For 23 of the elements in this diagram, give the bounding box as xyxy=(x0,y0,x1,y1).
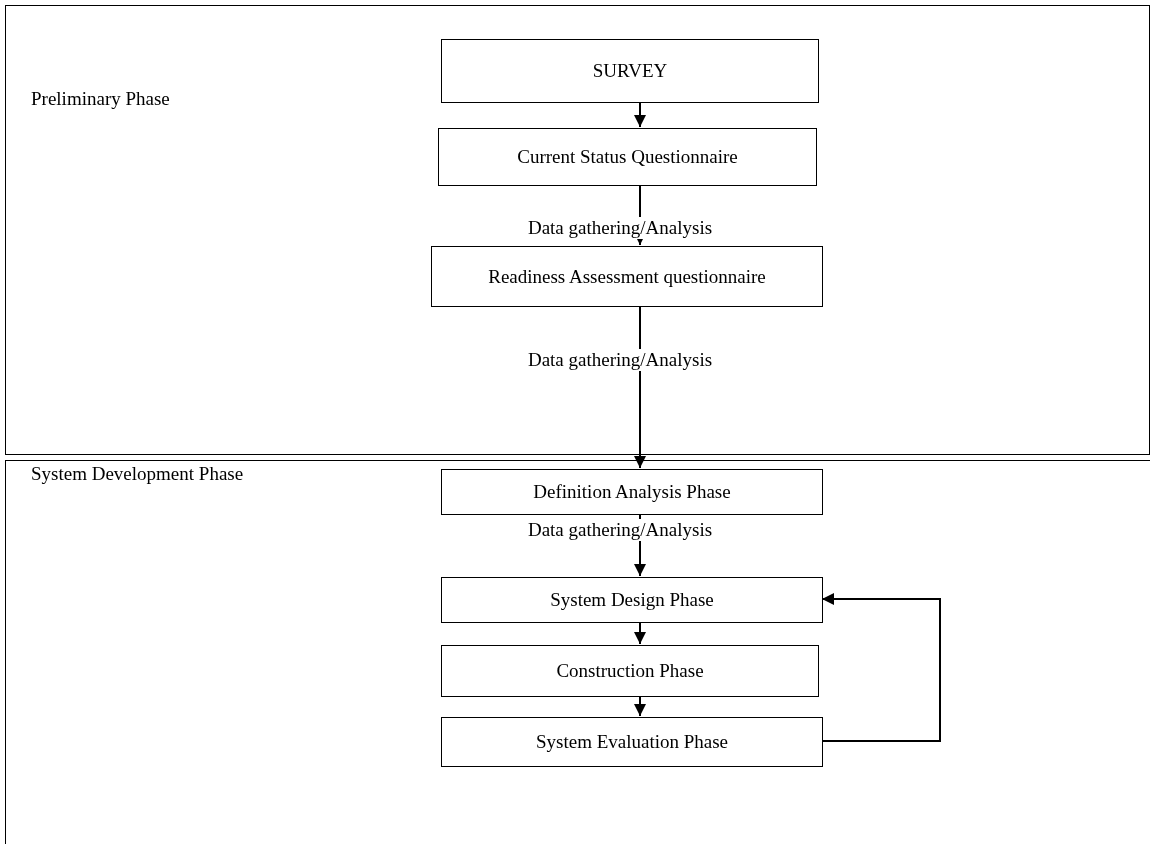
process-box xyxy=(441,39,819,103)
process-box xyxy=(441,577,823,623)
process-box xyxy=(441,717,823,767)
box-label: Definition Analysis Phase xyxy=(533,481,731,503)
phase-band xyxy=(5,460,1150,844)
phase-heading: Preliminary Phase xyxy=(31,88,170,110)
box-label: Current Status Questionnaire xyxy=(517,146,738,168)
arrow xyxy=(634,305,646,469)
process-box xyxy=(441,645,819,697)
arrow xyxy=(634,621,646,645)
process-box xyxy=(431,246,823,307)
arrow xyxy=(821,593,941,742)
process-box xyxy=(441,469,823,515)
arrow xyxy=(634,695,646,717)
arrow xyxy=(634,101,646,128)
box-label: Readiness Assessment questionnaire xyxy=(488,265,766,288)
box-label: System Design Phase xyxy=(550,589,714,611)
phase-heading: System Development Phase xyxy=(31,463,244,485)
box-label: SURVEY xyxy=(592,60,668,82)
process-box xyxy=(438,128,817,186)
box-label: System Evaluation Phase xyxy=(535,731,729,753)
box-label: Construction Phase xyxy=(556,660,704,682)
phase-band xyxy=(5,5,1150,455)
